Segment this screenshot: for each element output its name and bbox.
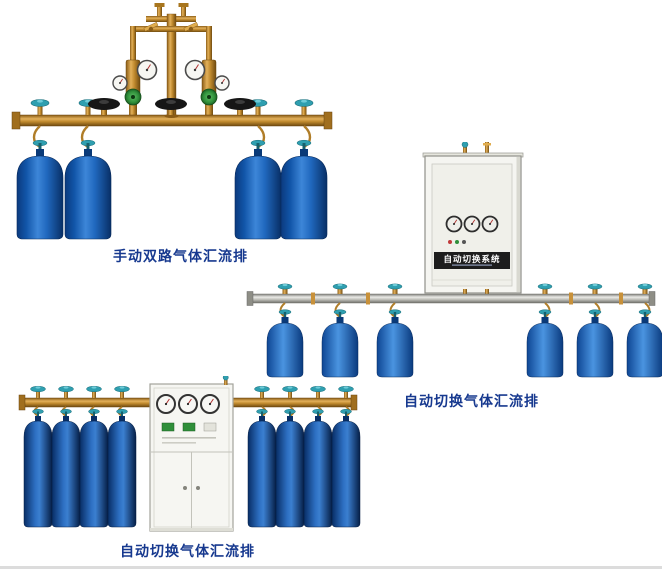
indicator-light [455, 240, 459, 244]
cylinder-valve [277, 283, 293, 295]
cabinet-supply-pipes [461, 141, 491, 156]
caption-auto-switch-wall: 自动切换气体汇流排 [404, 393, 539, 409]
cylinder-valve [86, 385, 102, 399]
gas-cylinder [23, 408, 53, 528]
gas-cylinder [376, 309, 414, 378]
pressure-gauge [136, 59, 158, 81]
gas-cylinder [303, 408, 333, 528]
pressure-gauge [156, 394, 176, 414]
pressure-gauge [481, 215, 499, 233]
gas-cylinders [266, 309, 662, 378]
shutoff-valves [30, 98, 314, 116]
caption-manual-dual-manifold: 手动双路气体汇流排 [113, 248, 248, 264]
cylinder-valve [587, 283, 603, 295]
gas-cylinder [64, 139, 112, 240]
cylinder-valve [254, 385, 270, 399]
manifold-pipe [11, 111, 333, 130]
cylinder-valve [310, 385, 326, 399]
pressure-gauge [463, 215, 481, 233]
panel-button [203, 422, 217, 432]
line-valve-handwheel [155, 98, 187, 115]
cylinder-valve [58, 385, 74, 399]
pressure-gauge [112, 75, 128, 91]
manifold-pipe [246, 289, 656, 306]
cylinder-valve [294, 99, 314, 116]
gas-cylinder [321, 309, 359, 378]
line-valve-handwheel [88, 98, 120, 115]
indicator-light [462, 240, 466, 244]
pressure-gauge [184, 59, 206, 81]
line-valve-handwheel [224, 98, 256, 115]
auto-switch-floor-illustration [18, 374, 361, 532]
top-valve [222, 374, 229, 381]
gas-cylinder [247, 408, 277, 528]
pressure-gauge [214, 75, 230, 91]
indicator-light [448, 240, 452, 244]
pressure-gauge [200, 394, 220, 414]
door-knob [196, 486, 200, 490]
gas-cylinder [275, 408, 305, 528]
control-cabinet [149, 374, 234, 532]
product-image-auto-switch-floor [12, 374, 364, 540]
cabinet-panel-label: 自动切换系统 [443, 254, 500, 264]
cylinder-valve [387, 283, 403, 295]
gas-cylinder [51, 408, 81, 528]
pressure-gauge [178, 394, 198, 414]
cylinder-valve [30, 385, 46, 399]
gas-cylinder [331, 408, 361, 528]
control-cabinet: 自动切换系统 [422, 152, 524, 294]
gas-cylinder [16, 139, 64, 240]
supply-valve-lever [483, 143, 491, 146]
auto-switch-wall-illustration: 自动切换系统 [246, 141, 662, 378]
product-image-manual-dual-manifold [0, 0, 340, 250]
cylinder-valve [332, 283, 348, 295]
gas-cylinder [526, 309, 564, 378]
page-bottom-border [0, 566, 662, 569]
cylinder-valve [537, 283, 553, 295]
cylinder-valve [282, 385, 298, 399]
manual-dual-manifold-illustration [11, 3, 333, 240]
pressure-gauge [445, 215, 463, 233]
gas-cylinder [107, 408, 137, 528]
gas-cylinder [576, 309, 614, 378]
gas-cylinder [626, 309, 662, 378]
product-image-auto-switch-wall: 自动切换系统 [240, 141, 662, 390]
caption-auto-switch-floor: 自动切换气体汇流排 [120, 543, 255, 559]
panel-button [182, 422, 196, 432]
cylinder-valve [30, 99, 50, 116]
gas-cylinder [79, 408, 109, 528]
gas-cylinder [266, 309, 304, 378]
cylinder-valve [114, 385, 130, 399]
top-pipe-assembly [130, 3, 212, 119]
panel-button [161, 422, 175, 432]
pressure-regulators [112, 59, 230, 116]
door-knob [183, 486, 187, 490]
supply-valve [461, 141, 469, 148]
